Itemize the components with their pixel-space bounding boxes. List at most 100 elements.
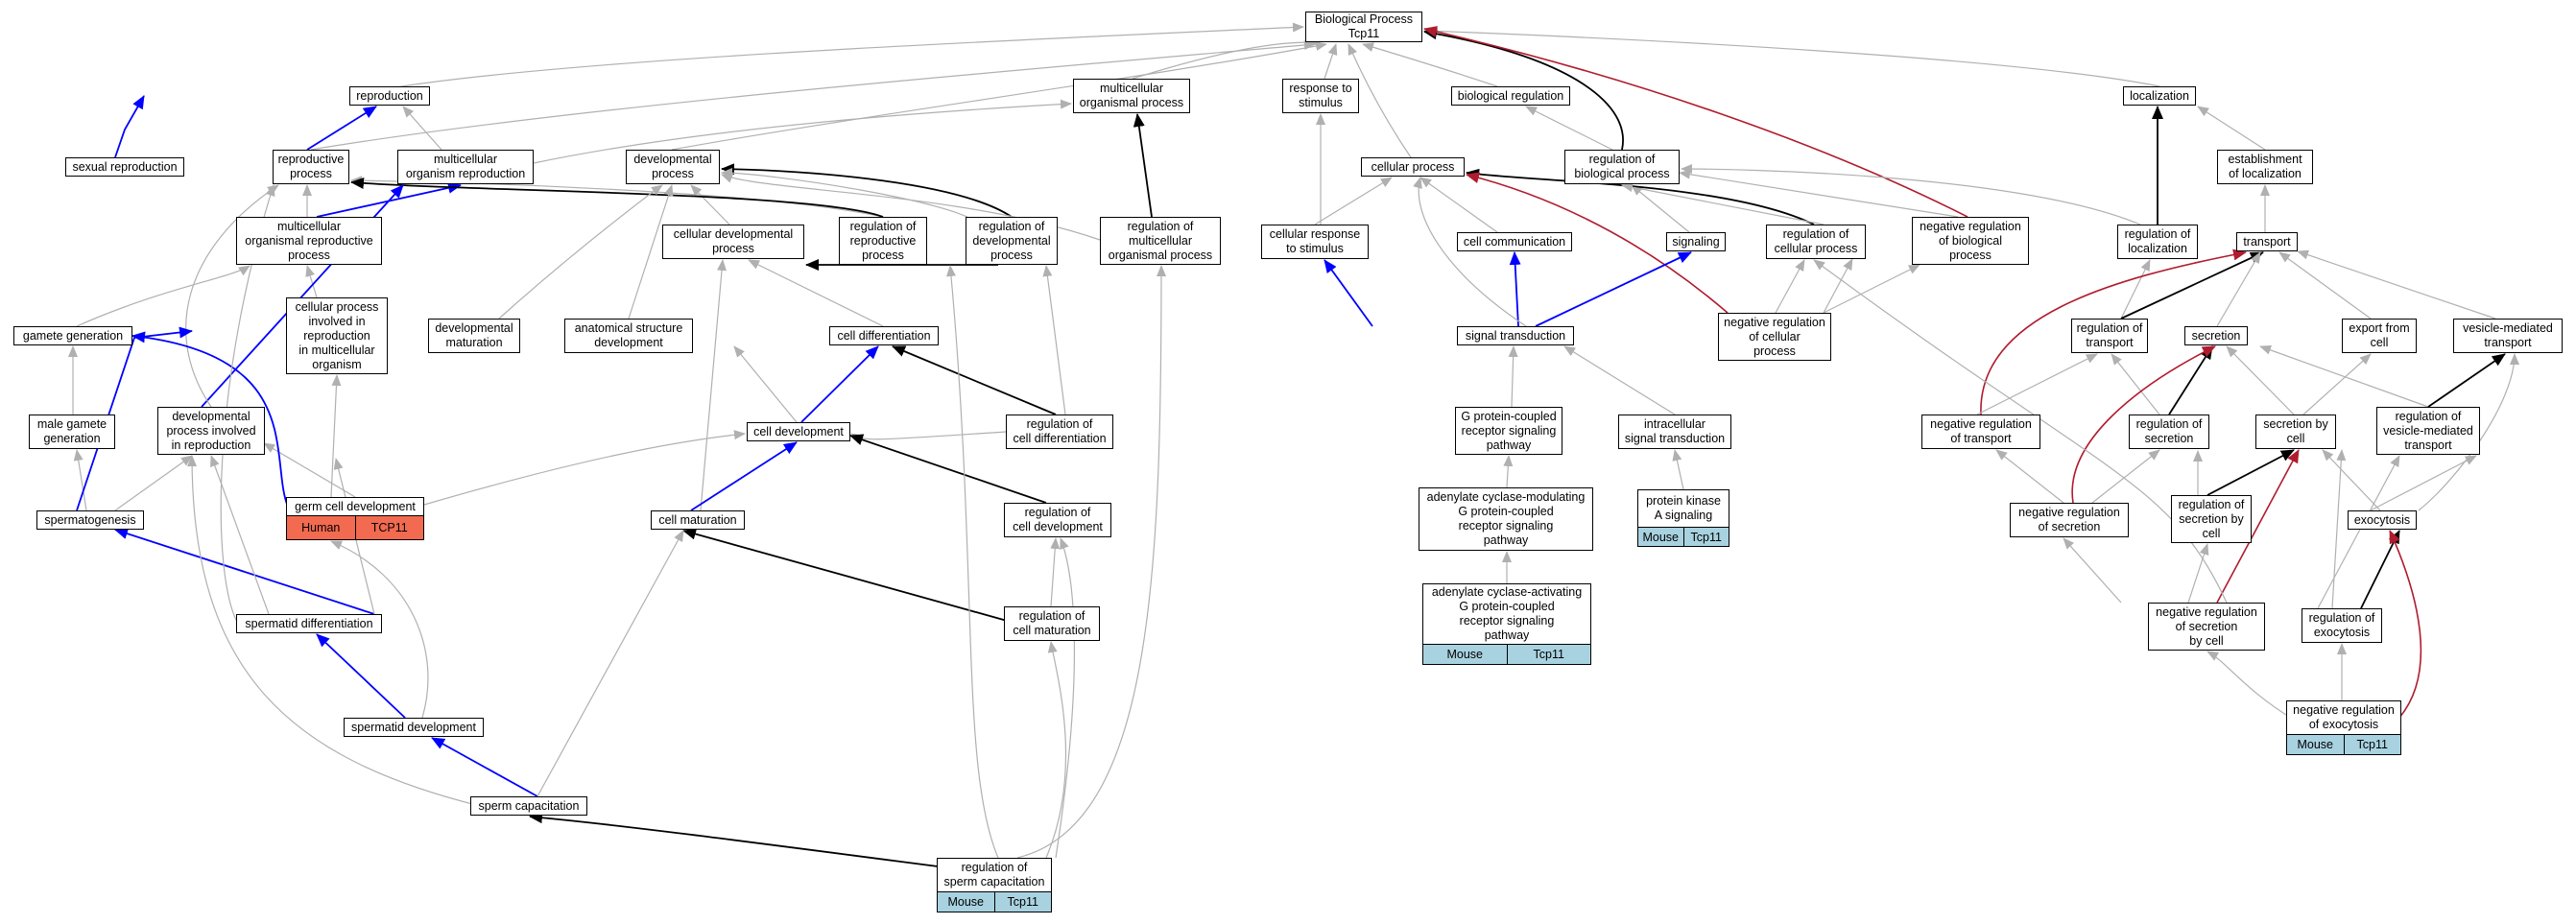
node-sperm-capacitation[interactable]: sperm capacitation	[470, 796, 587, 816]
node-regulation-of-cell-development[interactable]: regulation of cell development	[1004, 503, 1111, 537]
node-label: negative regulation of transport	[1930, 417, 2032, 445]
node-spermatogenesis[interactable]: spermatogenesis	[36, 510, 144, 530]
is-a-edge	[2216, 251, 2261, 327]
is-a-edge	[1016, 265, 1166, 859]
node-regulation-of-developmental-process[interactable]: regulation of developmental process	[966, 217, 1058, 265]
node-gamete-generation[interactable]: gamete generation	[13, 326, 132, 345]
node-establishment-of-localization[interactable]: establishment of localization	[2217, 150, 2313, 184]
node-adenylate-cyclase-modulating-gpcr-pathway[interactable]: adenylate cyclase-modulating G protein-c…	[1419, 487, 1593, 551]
node-regulation-of-cellular-process[interactable]: regulation of cellular process	[1766, 225, 1866, 259]
node-label: cellular process	[1371, 159, 1455, 174]
node-spermatid-development[interactable]: spermatid development	[344, 718, 484, 737]
node-cell-development[interactable]: cell development	[747, 422, 850, 441]
node-g-protein-coupled-receptor-signaling-pathway[interactable]: G protein-coupled receptor signaling pat…	[1455, 407, 1562, 455]
node-germ-cell-development[interactable]: germ cell development	[286, 497, 424, 516]
node-biological-regulation[interactable]: biological regulation	[1451, 86, 1570, 106]
node-intracellular-signal-transduction[interactable]: intracellular signal transduction	[1618, 415, 1731, 449]
regulates-edge	[2360, 530, 2400, 609]
node-negative-regulation-of-secretion-by-cell[interactable]: negative regulation of secretion by cell	[2148, 603, 2265, 651]
node-regulation-of-biological-process[interactable]: regulation of biological process	[1564, 150, 1680, 184]
is-a-edge	[2206, 651, 2295, 721]
node-label: localization	[2130, 88, 2189, 103]
annotation-protein-kinase-a-signaling: Mouse Tcp11	[1637, 527, 1729, 547]
node-export-from-cell[interactable]: export from cell	[2342, 319, 2417, 353]
is-a-edge	[2063, 537, 2122, 604]
node-developmental-maturation[interactable]: developmental maturation	[428, 319, 520, 353]
node-multicellular-organismal-process[interactable]: multicellular organismal process	[1073, 79, 1190, 113]
is-a-edge	[2297, 249, 2496, 320]
node-negative-regulation-of-cellular-process[interactable]: negative regulation of cellular process	[1718, 313, 1831, 361]
node-protein-kinase-a-signaling[interactable]: protein kinase A signaling	[1637, 489, 1729, 528]
node-regulation-of-multicellular-organismal-process[interactable]: regulation of multicellular organismal p…	[1100, 217, 1221, 265]
node-regulation-of-reproductive-process[interactable]: regulation of reproductive process	[839, 217, 927, 265]
node-male-gamete-generation[interactable]: male gamete generation	[29, 415, 115, 449]
node-cellular-response-to-stimulus[interactable]: cellular response to stimulus	[1261, 225, 1369, 259]
node-spermatid-differentiation[interactable]: spermatid differentiation	[236, 614, 382, 633]
node-cell-differentiation[interactable]: cell differentiation	[829, 326, 939, 345]
node-label: reproduction	[356, 88, 423, 103]
node-signal-transduction[interactable]: signal transduction	[1457, 326, 1574, 345]
node-sexual-reproduction[interactable]: sexual reproduction	[65, 157, 184, 177]
node-label: gamete generation	[22, 328, 124, 343]
is-a-edge	[1525, 106, 1613, 151]
node-regulation-of-transport[interactable]: regulation of transport	[2071, 319, 2148, 353]
node-exocytosis[interactable]: exocytosis	[2348, 510, 2417, 530]
node-adenylate-cyclase-activating-gpcr-pathway[interactable]: adenylate cyclase-activating G protein-c…	[1422, 583, 1591, 645]
node-negative-regulation-of-secretion[interactable]: negative regulation of secretion	[2010, 503, 2129, 537]
node-regulation-of-localization[interactable]: regulation of localization	[2117, 225, 2198, 259]
node-response-to-stimulus[interactable]: response to stimulus	[1282, 79, 1359, 113]
is-a-edge	[1314, 177, 1393, 225]
node-label: negative regulation of cellular process	[1724, 315, 1825, 358]
node-regulation-of-cell-maturation[interactable]: regulation of cell maturation	[1004, 606, 1100, 641]
is-a-edge	[748, 259, 884, 327]
node-cellular-developmental-process[interactable]: cellular developmental process	[662, 225, 804, 259]
node-regulation-of-cell-differentiation[interactable]: regulation of cell differentiation	[1006, 415, 1113, 449]
node-cell-maturation[interactable]: cell maturation	[651, 510, 745, 530]
node-transport[interactable]: transport	[2236, 232, 2298, 251]
regulates-edge	[350, 177, 884, 218]
is-a-edge	[700, 259, 727, 511]
node-regulation-of-exocytosis[interactable]: regulation of exocytosis	[2302, 608, 2382, 643]
node-label: biological regulation	[1457, 88, 1564, 103]
node-regulation-of-sperm-capacitation[interactable]: regulation of sperm capacitation	[937, 858, 1052, 892]
is-a-edge	[721, 168, 980, 225]
is-a-edge	[498, 184, 663, 320]
node-cellular-process-involved-in-reproduction[interactable]: cellular process involved in reproductio…	[286, 297, 388, 374]
is-a-edge	[210, 455, 270, 615]
node-negative-regulation-of-transport[interactable]: negative regulation of transport	[1921, 415, 2040, 449]
node-cellular-process[interactable]: cellular process	[1361, 157, 1465, 177]
node-label: regulation of secretion by cell	[2178, 497, 2245, 540]
is-a-edge	[423, 430, 746, 506]
node-secretion-by-cell[interactable]: secretion by cell	[2255, 415, 2336, 449]
node-vesicle-mediated-transport[interactable]: vesicle-mediated transport	[2453, 319, 2563, 353]
is-a-edge	[1503, 455, 1514, 488]
node-biological-process[interactable]: Biological Process Tcp11	[1305, 12, 1422, 42]
is-a-edge	[330, 540, 429, 719]
node-label: transport	[2243, 234, 2291, 249]
node-developmental-process-involved-in-reproduction[interactable]: developmental process involved in reprod…	[157, 407, 265, 455]
part-of-edge	[114, 528, 375, 615]
node-anatomical-structure-development[interactable]: anatomical structure development	[564, 319, 693, 353]
node-negative-regulation-of-exocytosis[interactable]: negative regulation of exocytosis	[2286, 700, 2401, 735]
node-secretion[interactable]: secretion	[2184, 326, 2248, 345]
node-developmental-process[interactable]: developmental process	[626, 150, 720, 184]
node-cell-communication[interactable]: cell communication	[1457, 232, 1572, 251]
node-label: regulation of cell differentiation	[1013, 417, 1107, 445]
node-label: multicellular organismal process	[1079, 82, 1184, 109]
is-a-edge	[1423, 26, 2160, 87]
node-regulation-of-secretion-by-cell[interactable]: regulation of secretion by cell	[2171, 495, 2252, 543]
node-regulation-of-secretion[interactable]: regulation of secretion	[2129, 415, 2209, 449]
node-reproduction[interactable]: reproduction	[349, 86, 430, 106]
node-negative-regulation-of-biological-process[interactable]: negative regulation of biological proces…	[1912, 217, 2029, 265]
node-regulation-of-vesicle-mediated-transport[interactable]: regulation of vesicle-mediated transport	[2376, 407, 2480, 455]
node-label: secretion	[2191, 328, 2241, 343]
is-a-edge	[850, 431, 1007, 444]
regulates-edge	[1466, 168, 1815, 225]
node-signaling[interactable]: signaling	[1666, 232, 1726, 251]
part-of-edge	[306, 106, 377, 151]
node-localization[interactable]: localization	[2123, 86, 2196, 106]
node-multicellular-organismal-reproductive-process[interactable]: multicellular organismal reproductive pr…	[236, 217, 382, 265]
node-multicellular-organism-reproduction[interactable]: multicellular organism reproduction	[397, 150, 534, 184]
node-reproductive-process[interactable]: reproductive process	[273, 150, 349, 184]
